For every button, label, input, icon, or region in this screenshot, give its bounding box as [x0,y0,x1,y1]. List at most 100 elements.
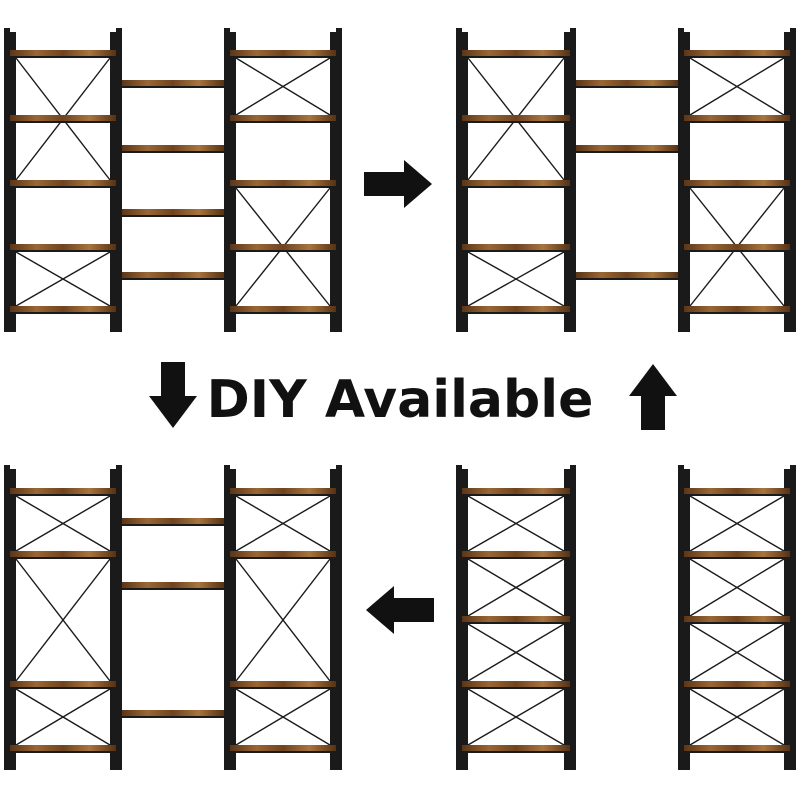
wood-shelf [10,115,116,122]
shelf-frame-edge [684,494,790,496]
wood-shelf [684,180,790,187]
cross-brace [15,495,111,552]
shelf-frame-edge [10,121,116,123]
frame-post [116,465,122,770]
shelf-frame-edge [462,56,570,58]
shelf-frame-edge [10,56,116,58]
shelf-frame-edge [462,250,570,252]
shelf-frame-edge [230,494,336,496]
wood-shelf [230,745,336,752]
frame-post [230,469,236,770]
frame-post [336,465,342,770]
shelf-frame-edge [462,186,570,188]
middle-shelf-set [122,80,224,280]
middle-shelf-set [576,80,678,280]
bookcase-unit [4,465,122,770]
wood-shelf [576,272,678,279]
wood-shelf [122,518,224,525]
wood-shelf [122,80,224,87]
shelf-frame-edge [122,588,224,590]
cross-brace [689,495,785,552]
wood-shelf [684,551,790,558]
cross-brace [689,688,785,746]
shelf-frame-edge [684,622,790,624]
frame-post [336,28,342,332]
shelf-frame-edge [684,557,790,559]
arrow-up-icon [629,364,677,430]
frame-post [116,28,122,332]
wood-shelf [462,681,570,688]
frame-post [224,465,230,770]
frame-post [790,465,796,770]
cross-brace [689,623,785,682]
wood-shelf [10,745,116,752]
arrows-layer [149,160,677,634]
wood-shelf [684,306,790,313]
shelf-frame-edge [576,278,678,280]
wood-shelf [10,681,116,688]
wood-shelf [10,180,116,187]
cross-brace [15,251,111,307]
bookcase-unit [678,465,796,770]
wood-shelf [10,244,116,251]
bookcase-unit [456,465,576,770]
bookcase-unit [224,465,342,770]
shelf-frame-edge [576,86,678,88]
shelf-frame-edge [684,56,790,58]
wood-shelf [10,306,116,313]
shelf-frame-edge [230,121,336,123]
wood-shelf [462,616,570,623]
wood-shelf [122,145,224,152]
shelf-frame-edge [122,524,224,526]
wood-shelf [576,145,678,152]
wood-shelf [230,180,336,187]
frame-post [678,28,684,332]
shelf-frame-edge [684,250,790,252]
frame-post [10,469,16,770]
shelf-frame-edge [10,312,116,314]
shelf-frame-edge [230,56,336,58]
middle-shelf-set [122,518,224,718]
shelf-frame-edge [230,312,336,314]
wood-shelf [462,50,570,57]
configuration-bottom-right [456,465,796,770]
wood-shelf [230,244,336,251]
frame-post [570,28,576,332]
wood-shelf [462,488,570,495]
shelf-frame-edge [230,687,336,689]
frame-post [678,465,684,770]
shelf-frame-edge [122,151,224,153]
wood-shelf [230,306,336,313]
shelf-frame-edge [230,250,336,252]
shelf-frame-edge [230,751,336,753]
wood-shelf [462,180,570,187]
wood-shelf [122,582,224,589]
frame-post [790,28,796,332]
frame-post [456,465,462,770]
configuration-top-left [4,28,342,332]
frame-post [224,28,230,332]
shelf-frame-edge [576,151,678,153]
shelf-frame-edge [462,622,570,624]
cross-brace [235,688,331,746]
cross-brace [15,558,111,682]
wood-shelf [122,209,224,216]
arrow-right-icon [364,160,432,208]
wood-shelf [462,306,570,313]
wood-shelf [576,80,678,87]
wood-shelf [230,488,336,495]
bookcase-unit [4,28,122,332]
wood-shelf [684,616,790,623]
bookcase-unit [456,28,576,332]
wood-shelf [684,115,790,122]
shelf-frame-edge [462,751,570,753]
cross-brace [15,688,111,746]
shelf-frame-edge [10,751,116,753]
shelf-frame-edge [122,716,224,718]
wood-shelf [230,681,336,688]
wood-shelf [230,50,336,57]
frame-post [330,469,336,770]
shelf-frame-edge [122,86,224,88]
shelf-frame-edge [684,751,790,753]
wood-shelf [230,115,336,122]
